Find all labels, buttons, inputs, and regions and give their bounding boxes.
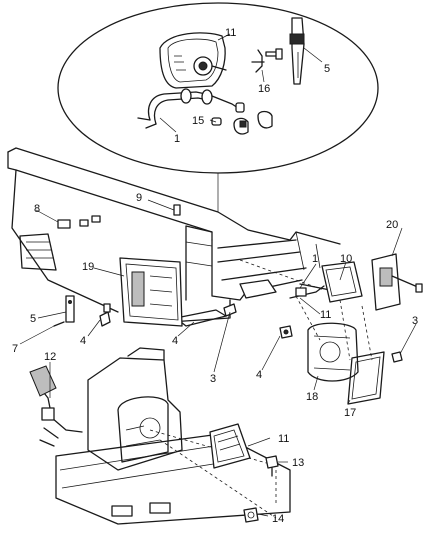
- marker-screw-7: [53, 321, 65, 327]
- callout-1: 1: [312, 253, 318, 265]
- callout-11-lower: 11: [278, 433, 289, 445]
- callout-19: 19: [82, 261, 94, 273]
- bezel-clip: [223, 279, 277, 317]
- callout-5-inset: 5: [324, 63, 330, 75]
- callout-11-inset: 11: [225, 27, 236, 39]
- callout-numbers: 11 5 16 15 1 9 8 19 1 10 20 11 3 5 7 4 4…: [12, 27, 418, 525]
- callout-9: 9: [136, 192, 142, 204]
- callout-11-right: 11: [320, 309, 331, 321]
- fender-clip: [57, 219, 71, 229]
- callout-18: 18: [306, 391, 318, 403]
- callout-8: 8: [34, 203, 40, 215]
- screw-3: [391, 351, 403, 363]
- lower-headlamp-11: [209, 423, 251, 469]
- callout-4-left: 4: [80, 335, 86, 347]
- callout-1-inset: 1: [174, 133, 180, 145]
- callout-12: 12: [44, 351, 56, 363]
- fender-body: [7, 147, 341, 327]
- callout-20: 20: [386, 219, 398, 231]
- inset-headlamp-housing: [159, 32, 227, 89]
- headlamp-bulb-11: [321, 261, 363, 303]
- callout-4-right: 4: [256, 369, 262, 381]
- detail-inset: [57, 2, 379, 212]
- headlamp-wiring: [289, 283, 331, 299]
- inset-mounting-bracket: [289, 17, 305, 85]
- callout-14: 14: [272, 513, 284, 525]
- callout-10: 10: [340, 253, 352, 265]
- lower-screw-13: [265, 455, 279, 477]
- callout-15: 15: [192, 115, 204, 127]
- fender-screw: [173, 204, 181, 216]
- callout-7: 7: [12, 343, 18, 355]
- inset-wiring-harness: [137, 88, 245, 129]
- leader-lines: [19, 33, 417, 517]
- marker-nut-4: [99, 303, 111, 327]
- bracket-20: [371, 253, 423, 311]
- callout-5: 5: [30, 313, 36, 325]
- headlamp-bucket-18: [307, 322, 359, 382]
- inset-bulb-sockets: [211, 110, 273, 135]
- callout-4-mid: 4: [172, 335, 178, 347]
- callout-3-mid: 3: [210, 373, 216, 385]
- callout-13: 13: [292, 457, 304, 469]
- side-marker-lamp: [119, 257, 183, 327]
- marker-clip-5: [65, 295, 75, 323]
- bezel-nut-4: [279, 325, 293, 339]
- callout-3-right: 3: [412, 315, 418, 327]
- inset-adjuster-screw: [251, 48, 283, 73]
- lower-front-view: [29, 347, 291, 525]
- lower-nut-14: [243, 507, 259, 523]
- headlamp-retaining-ring-17: [347, 351, 385, 405]
- callout-17: 17: [344, 407, 356, 419]
- callout-16: 16: [258, 83, 270, 95]
